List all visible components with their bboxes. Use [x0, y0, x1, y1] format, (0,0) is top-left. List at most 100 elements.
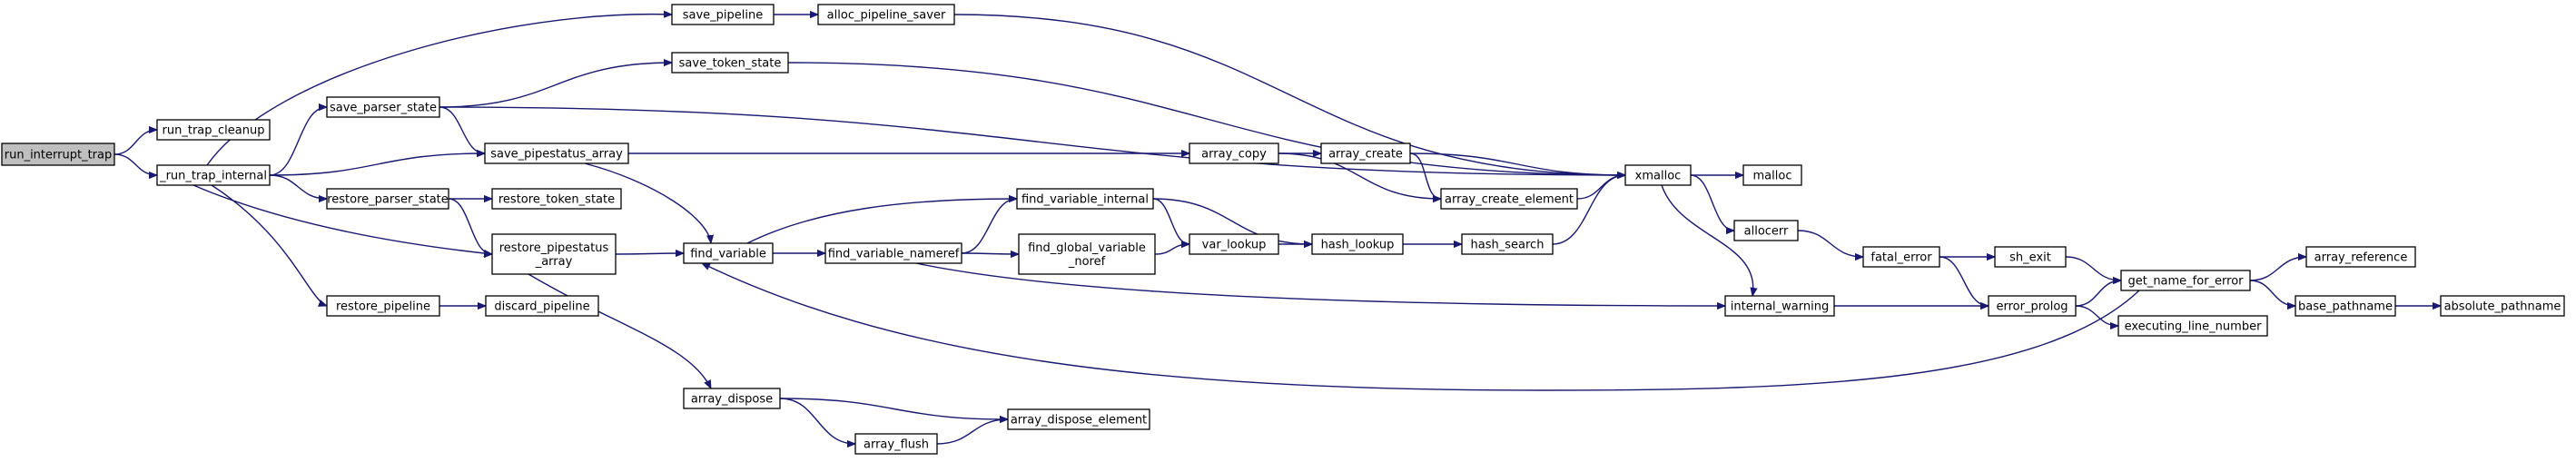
edge-get-name-for-error-to-base-pathname — [2249, 280, 2296, 306]
node-label: absolute_pathname — [2444, 300, 2561, 314]
node-save-pipestatus-array[interactable]: save_pipestatus_array — [484, 143, 629, 164]
node-box — [2117, 315, 2268, 337]
node-box — [1007, 408, 1150, 430]
node-save-parser-state[interactable]: save_parser_state — [326, 96, 440, 118]
node-label: error_prolog — [1996, 300, 2068, 314]
node-xmalloc[interactable]: xmalloc — [1624, 164, 1692, 186]
node-label: _noref — [1068, 255, 1106, 269]
node-label: base_pathname — [2298, 300, 2393, 314]
node-restore-token-state[interactable]: restore_token_state — [491, 188, 622, 210]
edge-array-dispose-to-array-dispose-element — [779, 398, 1008, 419]
node-var-lookup[interactable]: var_lookup — [1189, 233, 1279, 255]
node-run-trap-cleanup[interactable]: run_trap_cleanup — [156, 119, 271, 141]
node-hash-lookup[interactable]: hash_lookup — [1311, 233, 1404, 255]
node-restore-pipestatus-array[interactable]: restore_pipestatus_array — [491, 233, 617, 275]
node-label: hash_search — [1471, 239, 1545, 252]
edge-get-name-for-error-to-find-variable — [702, 262, 2140, 391]
node-box — [326, 96, 440, 118]
node-get-name-for-error[interactable]: get_name_for_error — [2120, 270, 2251, 291]
node-label: alloc_pipeline_saver — [827, 9, 946, 23]
node-label: save_token_state — [679, 57, 782, 71]
node-find-variable-internal[interactable]: find_variable_internal — [1016, 188, 1154, 210]
node-label: hash_lookup — [1321, 239, 1395, 252]
node-label: run_trap_cleanup — [163, 124, 265, 138]
node-array-create[interactable]: array_create — [1320, 143, 1411, 164]
node-allocerr[interactable]: allocerr — [1733, 220, 1799, 241]
edge-find-variable-nameref-to-find-global-variable-noref — [961, 253, 1019, 254]
nodes-layer: run_interrupt_trap run_trap_cleanup _run_t… — [1, 4, 2565, 455]
node-run-interrupt-trap[interactable]: run_interrupt_trap — [1, 143, 115, 166]
node-save-pipeline[interactable]: save_pipeline — [671, 4, 775, 25]
node-box — [484, 143, 629, 164]
node-label: _array — [535, 255, 573, 269]
node-array-reference[interactable]: array_reference — [2305, 246, 2416, 268]
node-hash-search[interactable]: hash_search — [1461, 233, 1554, 255]
edge-find-variable-internal-to-hash-lookup — [1152, 198, 1312, 244]
node-label: array_reference — [2314, 251, 2408, 265]
edge-array-create-element-to-xmalloc — [1576, 175, 1625, 200]
edge-sh-exit-to-get-name-for-error — [2065, 256, 2121, 280]
node-label: get_name_for_error — [2127, 275, 2244, 289]
node-label: array_create — [1328, 148, 1403, 162]
node-box — [671, 52, 789, 74]
edge-array-create-to-array-create-element — [1409, 152, 1442, 199]
node-array-dispose[interactable]: array_dispose — [683, 388, 781, 409]
node-base-pathname[interactable]: base_pathname — [2295, 295, 2396, 317]
node-box — [1189, 233, 1279, 255]
edge-alloc-pipeline-saver-to-xmalloc — [953, 14, 1625, 175]
node-label: executing_line_number — [2125, 320, 2263, 334]
edge-array-dispose-to-array-flush — [779, 398, 855, 444]
node-box — [156, 164, 271, 186]
edge-error-prolog-to-executing-line-number — [2075, 305, 2119, 326]
node-save-token-state[interactable]: save_token_state — [671, 52, 789, 74]
node-discard-pipeline[interactable]: discard_pipeline — [485, 295, 599, 317]
edge-find-variable-to-find-variable-internal — [746, 199, 1017, 244]
edge-xmalloc-to-allocerr — [1690, 174, 1735, 231]
edge-find-variable-internal-to-var-lookup — [1152, 198, 1190, 244]
node-box — [2295, 295, 2396, 317]
node-restore-parser-state[interactable]: restore_parser_state — [326, 188, 449, 210]
node-array-flush[interactable]: array_flush — [854, 433, 938, 455]
edge-array-copy-to-array-create-element — [1278, 152, 1441, 199]
node-restore-pipeline[interactable]: restore_pipeline — [326, 295, 440, 317]
node-label: array_dispose — [691, 393, 773, 407]
node-fatal-error[interactable]: fatal_error — [1862, 246, 1940, 268]
node-box — [683, 242, 774, 264]
edge-run-trap-internal-to-save-pipeline — [206, 15, 672, 166]
edge-restore-pipestatus-array-to-array-dispose — [528, 273, 712, 388]
node-box — [491, 233, 617, 275]
node-label: allocerr — [1744, 225, 1789, 239]
node-find-variable[interactable]: find_variable — [683, 242, 774, 264]
node-label: save_pipestatus_array — [490, 148, 623, 162]
edge-save-pipestatus-array-to-find-variable — [584, 162, 711, 243]
node-label: sh_exit — [2009, 251, 2051, 265]
node-label: find_variable_nameref — [828, 248, 960, 261]
node-malloc[interactable]: malloc — [1742, 164, 1802, 186]
node-box — [1994, 246, 2067, 268]
node-label: save_parser_state — [330, 102, 437, 115]
node-executing-line-number[interactable]: executing_line_number — [2117, 315, 2268, 337]
node-array-create-element[interactable]: array_create_element — [1440, 188, 1578, 210]
edge-run-interrupt-trap-to-run-trap-cleanup — [114, 130, 158, 155]
edge-array-flush-to-array-dispose-element — [936, 419, 1008, 445]
edge-save-parser-state-to-save-token-state — [439, 63, 672, 108]
node-error-prolog[interactable]: error_prolog — [1988, 295, 2077, 317]
node-array-copy[interactable]: array_copy — [1189, 143, 1279, 164]
node-internal-warning[interactable]: internal_warning — [1724, 295, 1835, 317]
node-box — [1988, 295, 2077, 317]
node-box — [1189, 143, 1279, 164]
node-array-dispose-element[interactable]: array_dispose_element — [1007, 408, 1150, 430]
node-absolute-pathname[interactable]: absolute_pathname — [2440, 295, 2565, 317]
node-box — [2120, 270, 2251, 291]
node-label: restore_parser_state — [327, 193, 449, 207]
node-find-variable-nameref[interactable]: find_variable_nameref — [824, 242, 962, 264]
node-sh-exit[interactable]: sh_exit — [1994, 246, 2067, 268]
node-find-global-variable-noref[interactable]: find_global_variable_noref — [1018, 233, 1156, 275]
edge-error-prolog-to-get-name-for-error — [2075, 280, 2122, 307]
node-box — [824, 242, 962, 264]
node-label: array_flush — [864, 438, 929, 452]
node-run-trap-internal[interactable]: _run_trap_internal — [156, 164, 271, 186]
node-alloc-pipeline-saver[interactable]: alloc_pipeline_saver — [817, 4, 955, 25]
node-box — [1, 143, 115, 166]
node-box — [326, 188, 449, 210]
